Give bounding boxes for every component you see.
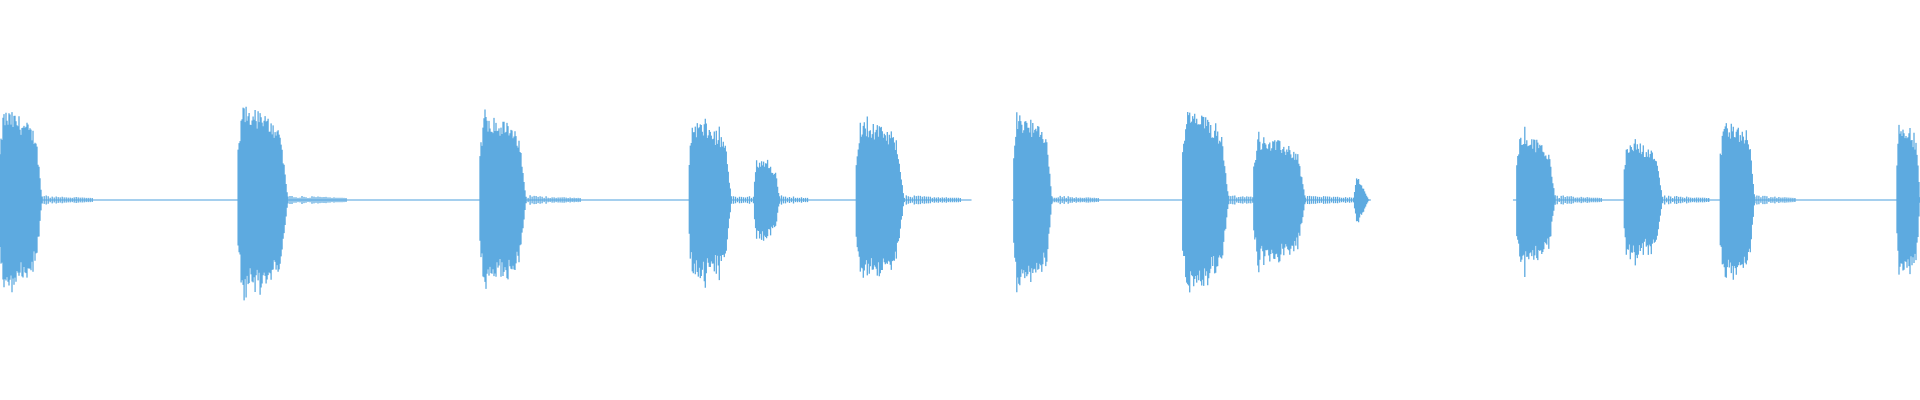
- waveform-burst: [1013, 112, 1099, 293]
- waveform-burst: [855, 116, 961, 278]
- waveform-burst: [0, 112, 93, 293]
- waveform-burst: [1516, 126, 1602, 277]
- waveform-burst: [753, 159, 809, 241]
- waveform-burst: [1253, 131, 1365, 273]
- waveform-burst: [1623, 139, 1710, 266]
- waveform-bursts: [0, 106, 1920, 301]
- waveform-burst: [1719, 123, 1796, 280]
- waveform-burst: [479, 109, 581, 289]
- baseline-gap: [1370, 198, 1513, 202]
- waveform-burst: [1896, 124, 1920, 275]
- waveform-burst: [237, 106, 347, 301]
- waveform-burst: [1353, 178, 1370, 223]
- baseline-gap: [971, 198, 1012, 202]
